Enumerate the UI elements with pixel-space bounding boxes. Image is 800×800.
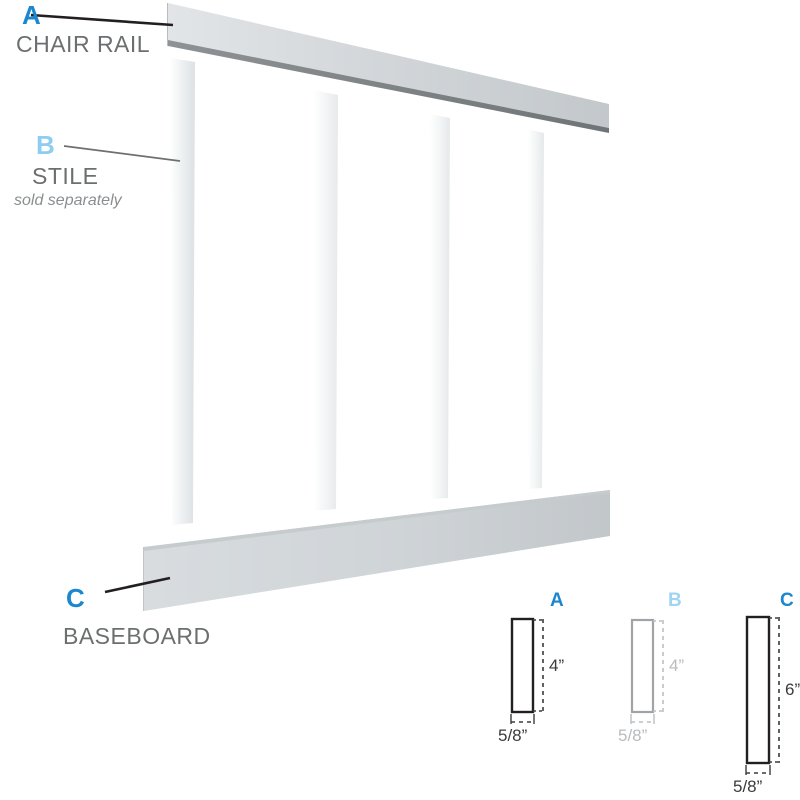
cross-section-b-height-label: 4” — [669, 656, 685, 675]
leader-line-c — [104, 576, 171, 594]
cross-section-b-width-label: 5/8” — [618, 726, 648, 745]
cross-section-letter-a: A — [550, 590, 564, 611]
cross-section-a-rect — [510, 617, 535, 714]
cross-section-c-drawing — [745, 615, 781, 775]
chair-rail-bottom-edge — [168, 40, 609, 133]
baseboard-top-edge — [144, 490, 610, 551]
cross-section-letter-c: C — [780, 590, 794, 611]
leader-line-a — [30, 13, 174, 27]
callout-stile: B STILE sold separately — [14, 130, 122, 211]
cross-section-c-height-label: 6” — [785, 680, 800, 699]
stile-3 — [429, 114, 450, 499]
callout-chair-rail: A CHAIR RAIL — [16, 0, 150, 58]
stile-2 — [313, 90, 338, 511]
cross-section-a-width-label: 5/8” — [498, 726, 528, 745]
callout-label-stile: STILE — [32, 163, 99, 189]
cross-section-a-height-label: 4” — [549, 656, 565, 675]
stile-group — [170, 58, 544, 525]
chair-rail-face — [168, 3, 609, 128]
cross-section-c-width-label: 5/8” — [733, 777, 763, 796]
callout-letter-c: C — [66, 583, 85, 613]
leader-line-b — [63, 145, 181, 162]
baseboard-board — [143, 490, 610, 611]
chair-rail-board — [167, 3, 609, 133]
cross-section-c-rect — [745, 615, 771, 765]
callout-label-baseboard: BASEBOARD — [63, 623, 211, 649]
stile-1 — [170, 58, 195, 525]
cross-section-b-drawing — [630, 618, 665, 724]
cross-section-b-rect — [630, 618, 655, 714]
cross-section-letter-b: B — [668, 590, 682, 611]
baseboard-face — [144, 490, 610, 611]
callout-letter-a: A — [22, 0, 41, 30]
callout-label-chair-rail: CHAIR RAIL — [16, 31, 151, 57]
callout-note-stile: sold separately — [14, 192, 122, 209]
callout-baseboard: C BASEBOARD — [63, 583, 211, 650]
baseboard-end-cap — [143, 547, 144, 611]
stile-4 — [527, 129, 544, 489]
cross-section-a-drawing — [510, 617, 545, 724]
callout-letter-b: B — [36, 130, 55, 160]
